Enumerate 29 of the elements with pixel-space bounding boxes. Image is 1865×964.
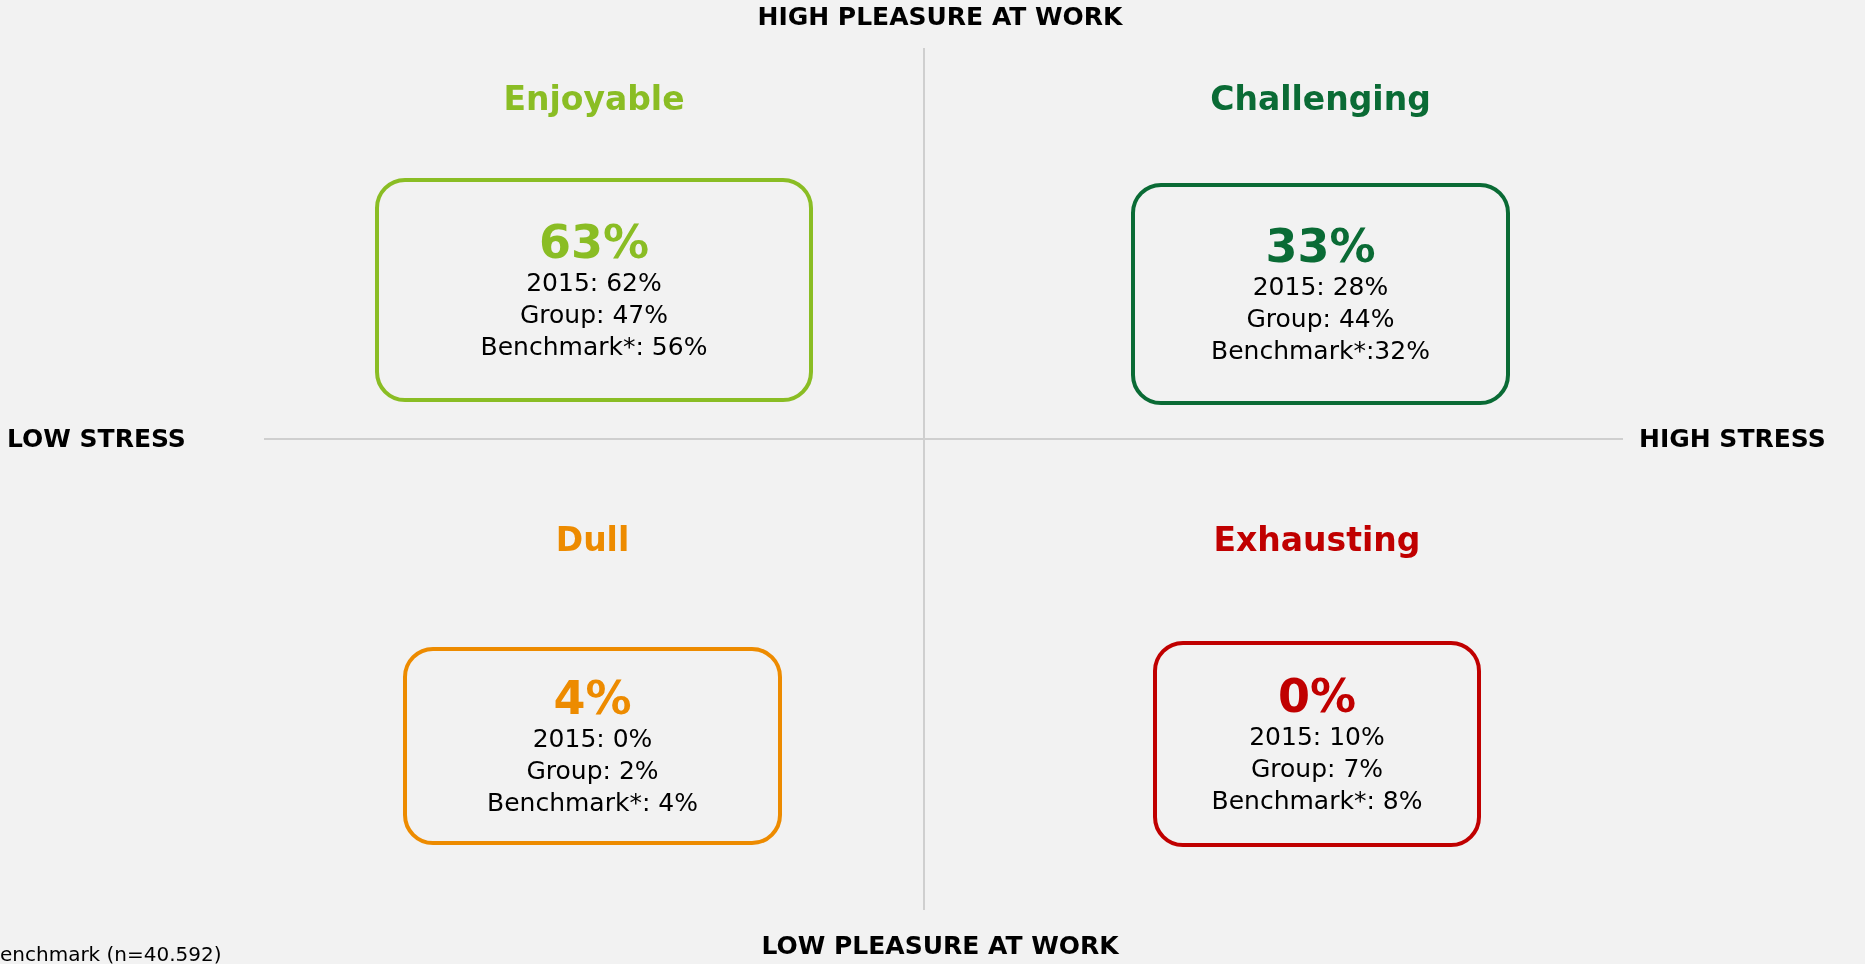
percentage-value: 63% [538, 217, 650, 267]
quadrant-box [403, 647, 782, 845]
stat-line: Group: 44% [1246, 303, 1395, 335]
quadrant-box [1153, 641, 1481, 847]
quadrant-title: Challenging [1209, 78, 1432, 120]
stat-line: 2015: 62% [526, 267, 662, 299]
quadrant-title: Dull [554, 519, 631, 561]
axis-label: LOW PLEASURE AT WORK [761, 930, 1119, 963]
percentage-value: 0% [1277, 671, 1357, 721]
stat-line: Group: 2% [526, 755, 659, 787]
footnote: enchmark (n=40.592) [0, 941, 222, 964]
quadrant-box [375, 178, 813, 402]
quadrant-title: Exhausting [1212, 519, 1422, 561]
stat-line: Benchmark*: 56% [480, 331, 708, 363]
stat-line: Benchmark*: 8% [1211, 785, 1423, 817]
quadrant-title: Enjoyable [502, 78, 686, 120]
stat-line: Group: 7% [1250, 753, 1384, 785]
stat-line: 2015: 0% [532, 723, 653, 755]
axis-label: HIGH STRESS [1639, 423, 1826, 456]
stat-line: Benchmark*: 4% [487, 787, 698, 819]
stat-line: 2015: 28% [1252, 271, 1389, 303]
axis-label: HIGH PLEASURE AT WORK [757, 1, 1123, 34]
stat-line: Benchmark*:32% [1211, 335, 1430, 367]
percentage-value: 4% [553, 673, 632, 723]
quadrant-box [1131, 183, 1510, 405]
axis-label: LOW STRESS [7, 423, 186, 456]
stat-line: Group: 47% [519, 299, 668, 331]
stat-line: 2015: 10% [1249, 721, 1385, 753]
percentage-value: 33% [1265, 221, 1376, 271]
